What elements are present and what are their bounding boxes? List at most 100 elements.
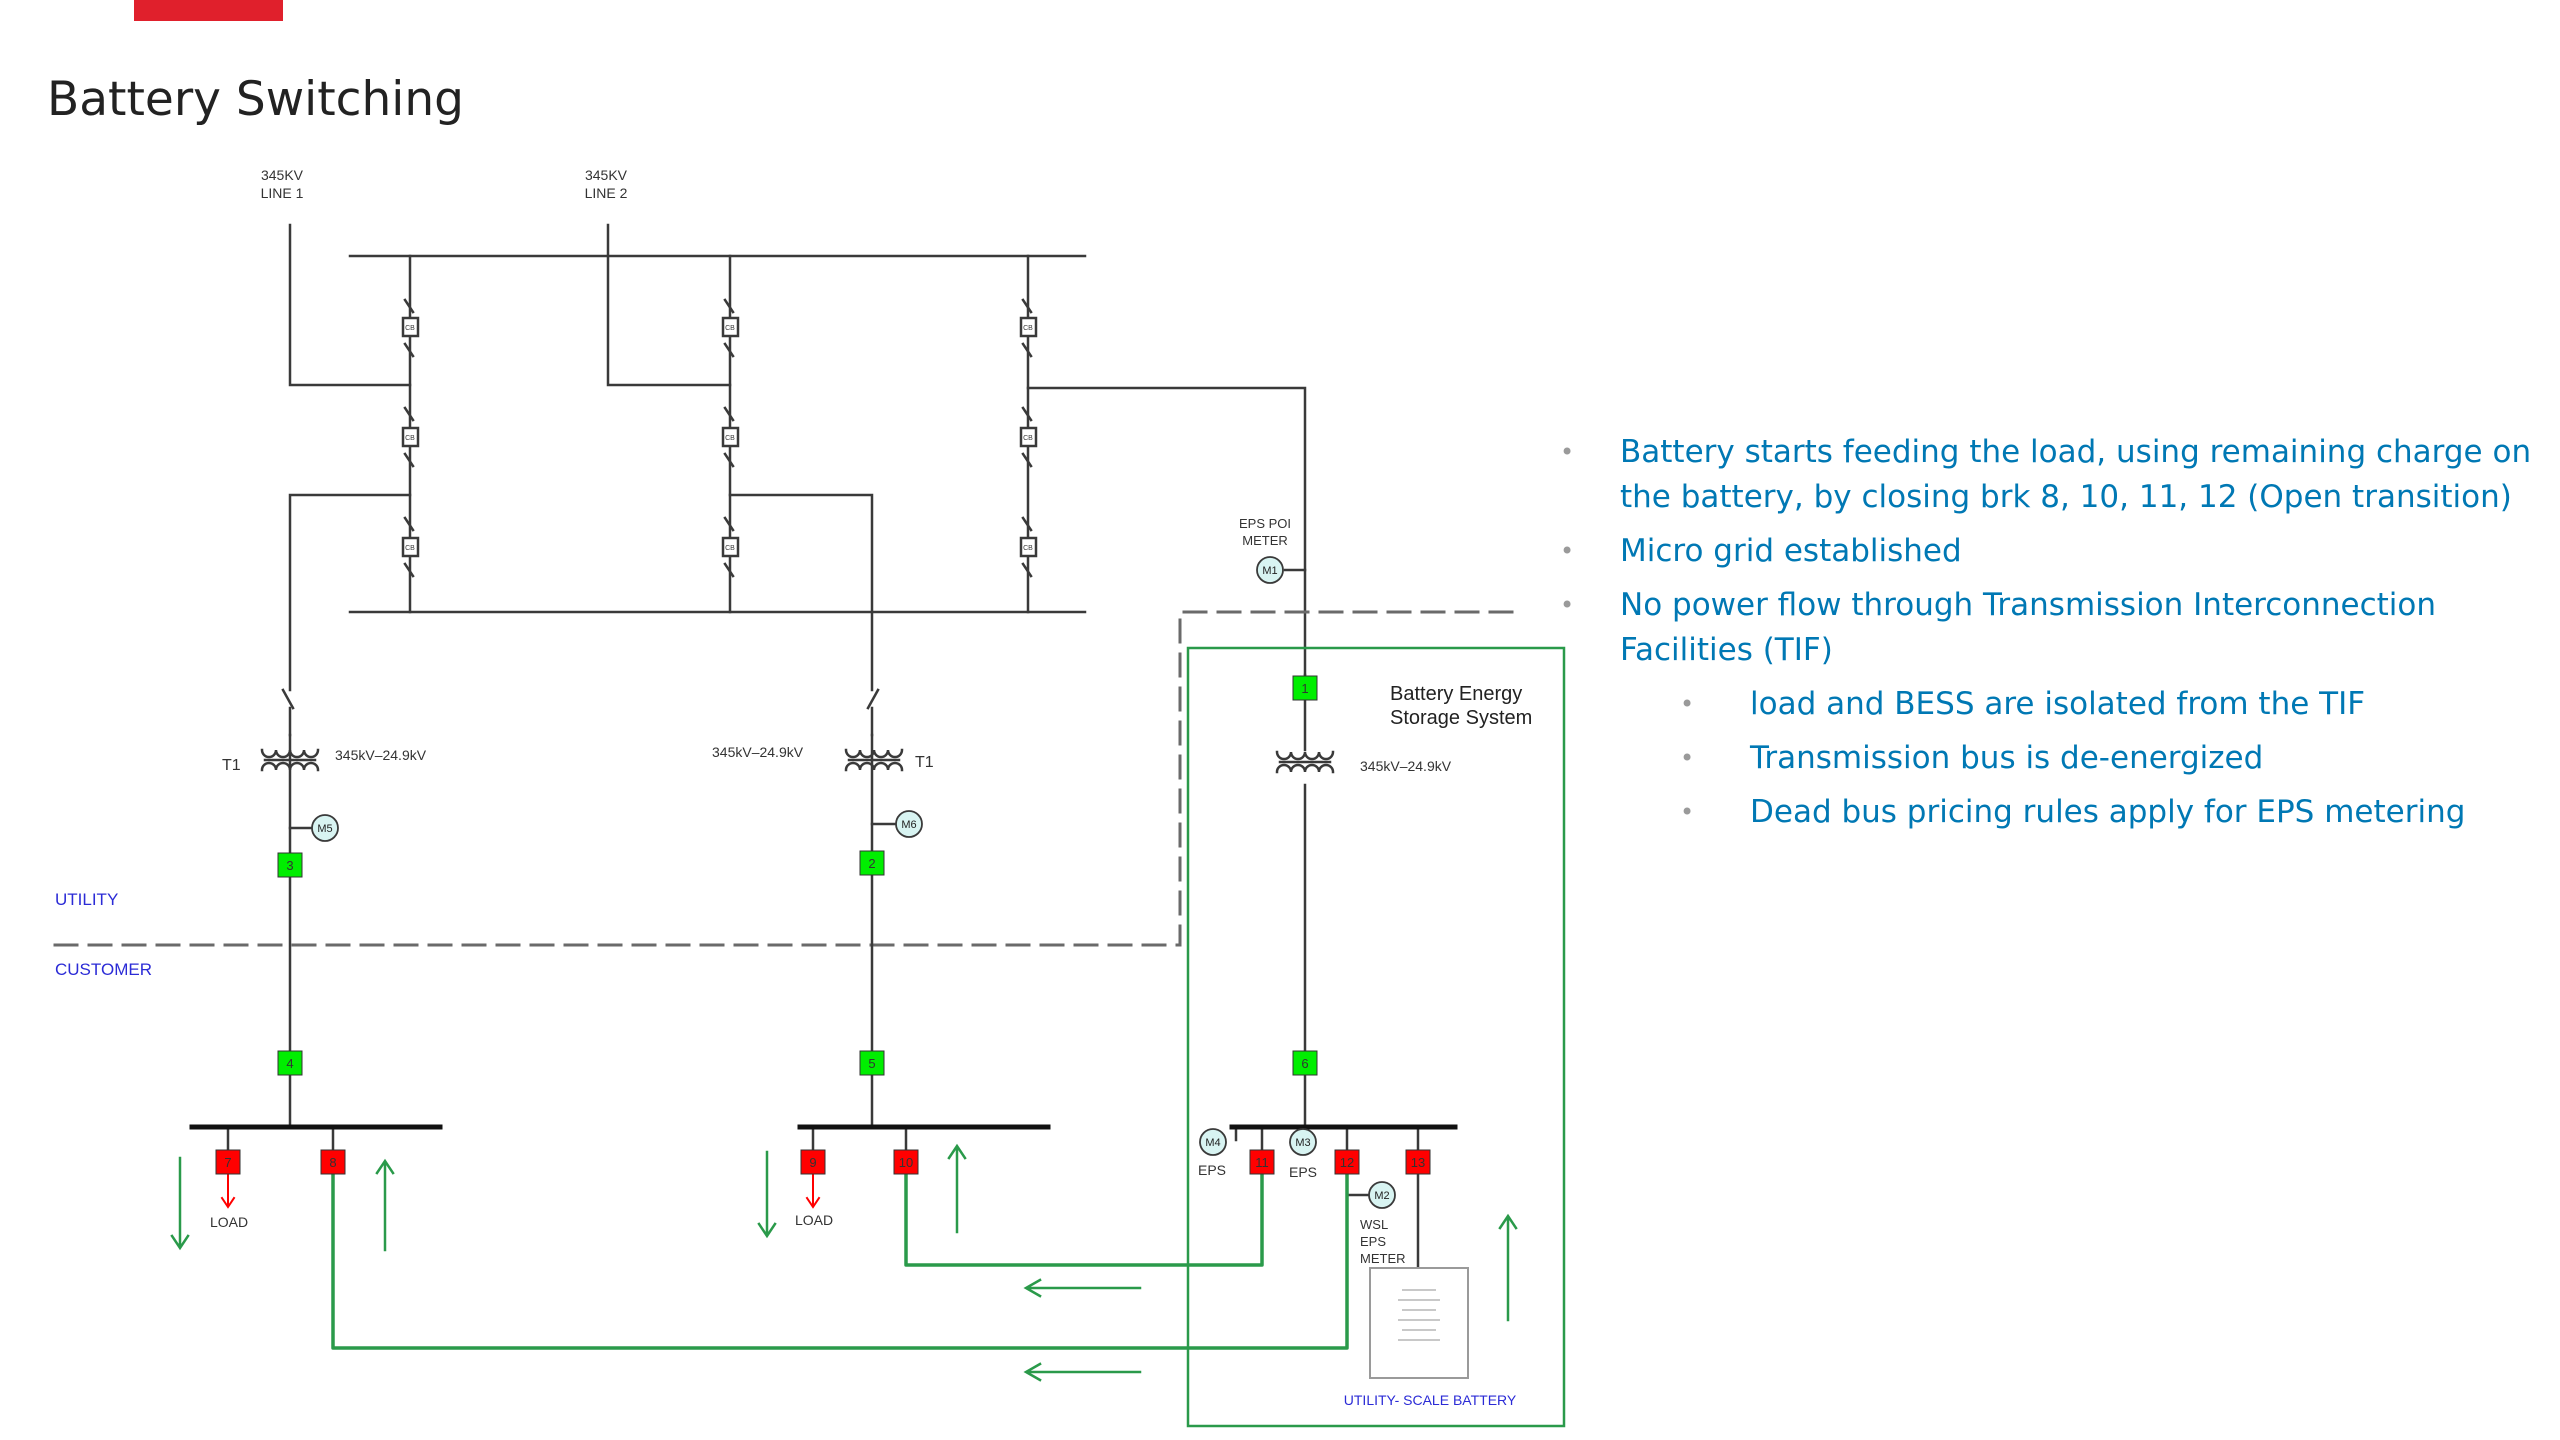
breaker-box bbox=[277, 852, 303, 878]
cb-label: CB bbox=[1023, 545, 1033, 552]
breaker-label: 10 bbox=[899, 1155, 913, 1170]
breaker-box bbox=[1249, 1149, 1275, 1175]
bullet-item: • No power flow through Transmission Inte… bbox=[1560, 583, 2540, 673]
breaker-label: 4 bbox=[286, 1056, 293, 1071]
transformer-left-rating: 345kV–24.9kV bbox=[335, 747, 427, 763]
transformer-left bbox=[260, 748, 320, 772]
breaker-9: 9 bbox=[800, 1149, 826, 1175]
transformer-middle bbox=[844, 748, 904, 772]
breaker-label: 9 bbox=[809, 1155, 816, 1170]
flow-arrow-up-middle bbox=[947, 1143, 967, 1234]
breaker-label: 6 bbox=[1301, 1056, 1308, 1071]
breaker-box bbox=[277, 1050, 303, 1076]
breaker-box bbox=[1405, 1149, 1431, 1175]
sub-bullet-item: • load and BESS are isolated from the TIF bbox=[1680, 682, 2540, 727]
meter-m1 bbox=[1256, 556, 1284, 584]
breaker-column-1 bbox=[401, 298, 420, 578]
flow-arrow-down-left bbox=[170, 1156, 190, 1251]
cb-label: CB bbox=[725, 545, 735, 552]
bess-enclosure bbox=[1186, 646, 1566, 1428]
bullet-dot: • bbox=[1560, 438, 1575, 466]
cb-label: CB bbox=[1023, 325, 1033, 332]
transformer-bess-rating: 345kV–24.9kV bbox=[1360, 758, 1452, 774]
cb-label: CB bbox=[1023, 435, 1033, 442]
meter-labels: M1 M5 M6 M4 M3 M2 bbox=[317, 565, 1389, 1202]
bullet-text: No power flow through Transmission Inter… bbox=[1620, 587, 2437, 668]
transmission-lines bbox=[288, 223, 1307, 692]
breaker-7: 7 bbox=[215, 1149, 241, 1175]
breaker-box bbox=[1292, 675, 1318, 701]
bullet-dot: • bbox=[1680, 744, 1695, 772]
breaker-box bbox=[859, 850, 885, 876]
breaker-6: 6 bbox=[1292, 1050, 1318, 1076]
flow-paths bbox=[331, 1173, 1349, 1350]
transformer-middle-rating: 345kV–24.9kV bbox=[712, 744, 804, 760]
sub-bullet-item: •Dead bus pricing rules apply for EPS me… bbox=[1680, 790, 2540, 835]
meter-m6-label: M6 bbox=[901, 819, 916, 831]
bullet-item: •Micro grid established bbox=[1560, 529, 2540, 574]
battery-icon bbox=[1369, 1267, 1469, 1379]
breaker-box bbox=[1334, 1149, 1360, 1175]
meter-m1-label: M1 bbox=[1262, 565, 1277, 577]
utility-label: UTILITY bbox=[55, 890, 118, 909]
customer-label: CUSTOMER bbox=[55, 960, 152, 979]
bullet-dot: • bbox=[1560, 591, 1575, 619]
bess-label-line2: Storage System bbox=[1390, 707, 1532, 729]
eps-label-m4: EPS bbox=[1198, 1162, 1226, 1178]
meter-m3-label: M3 bbox=[1295, 1137, 1310, 1149]
eps-poi-meter-label2: METER bbox=[1242, 533, 1288, 548]
breaker-box bbox=[1292, 1050, 1318, 1076]
breaker-label: 11 bbox=[1255, 1155, 1269, 1170]
page-title: Battery Switching bbox=[47, 72, 464, 127]
line1-label-kv: 345KV bbox=[261, 167, 304, 183]
breaker-13: 13 bbox=[1405, 1149, 1431, 1175]
bullet-dot: • bbox=[1680, 798, 1695, 826]
breaker-label: 1 bbox=[1301, 681, 1308, 696]
load-label-middle: LOAD bbox=[795, 1212, 833, 1228]
flow-arrow-up-battery bbox=[1498, 1213, 1518, 1322]
transformer-left-name: T1 bbox=[222, 757, 241, 774]
meter-m5-label: M5 bbox=[317, 823, 332, 835]
flow-arrow-up-left bbox=[375, 1158, 395, 1252]
breaker-box bbox=[859, 1050, 885, 1076]
utility-customer-boundary bbox=[53, 610, 1524, 947]
line2-label-name: LINE 2 bbox=[585, 185, 628, 201]
meter-m3 bbox=[1289, 1128, 1317, 1156]
bess-label-line1: Battery Energy bbox=[1390, 683, 1522, 705]
breaker-5: 5 bbox=[859, 1050, 885, 1076]
cb-label: CB bbox=[405, 435, 415, 442]
breaker-10: 10 bbox=[893, 1149, 919, 1175]
breaker-label: 12 bbox=[1340, 1155, 1354, 1170]
breaker-box bbox=[800, 1149, 826, 1175]
bullet-dot: • bbox=[1680, 690, 1695, 718]
breaker-label: 8 bbox=[329, 1155, 336, 1170]
load-label-left: LOAD bbox=[210, 1214, 248, 1230]
meter-m4 bbox=[1199, 1128, 1227, 1156]
flow-arrow-down-middle bbox=[757, 1150, 777, 1239]
cb-label: CB bbox=[405, 545, 415, 552]
breaker-1: 1 bbox=[1292, 675, 1318, 701]
load-arrows bbox=[220, 1174, 821, 1209]
eps-poi-meter-label1: EPS POI bbox=[1239, 516, 1291, 531]
meter-m2-label: M2 bbox=[1374, 1190, 1389, 1202]
breaker-label: 13 bbox=[1411, 1155, 1425, 1170]
breaker-8: 8 bbox=[320, 1149, 346, 1175]
wsl-eps-label: EPS bbox=[1360, 1234, 1386, 1249]
bullet-text: load and BESS are isolated from the TIF bbox=[1750, 686, 2366, 722]
bullet-item: • Battery starts feeding the load, using … bbox=[1560, 430, 2540, 520]
cb-label: CB bbox=[725, 325, 735, 332]
transformer-labels: T1 345kV–24.9kV 345kV–24.9kV T1 345kV–24… bbox=[222, 744, 1452, 774]
meter-m4-label: M4 bbox=[1205, 1137, 1220, 1149]
transformer-bess bbox=[1275, 750, 1335, 774]
breaker-2: 2 bbox=[859, 850, 885, 876]
bullet-dot: • bbox=[1560, 537, 1575, 565]
battery-label: UTILITY- SCALE BATTERY bbox=[1344, 1392, 1517, 1408]
bullet-text: Transmission bus is de-energized bbox=[1750, 740, 2264, 776]
transformers bbox=[260, 748, 1335, 774]
wsl-label: WSL bbox=[1360, 1217, 1388, 1232]
breaker-11: 11 bbox=[1249, 1149, 1275, 1175]
bullet-text: Battery starts feeding the load, using r… bbox=[1620, 434, 2532, 515]
distribution-lines bbox=[226, 673, 1420, 1270]
breaker-label: 2 bbox=[868, 856, 875, 871]
